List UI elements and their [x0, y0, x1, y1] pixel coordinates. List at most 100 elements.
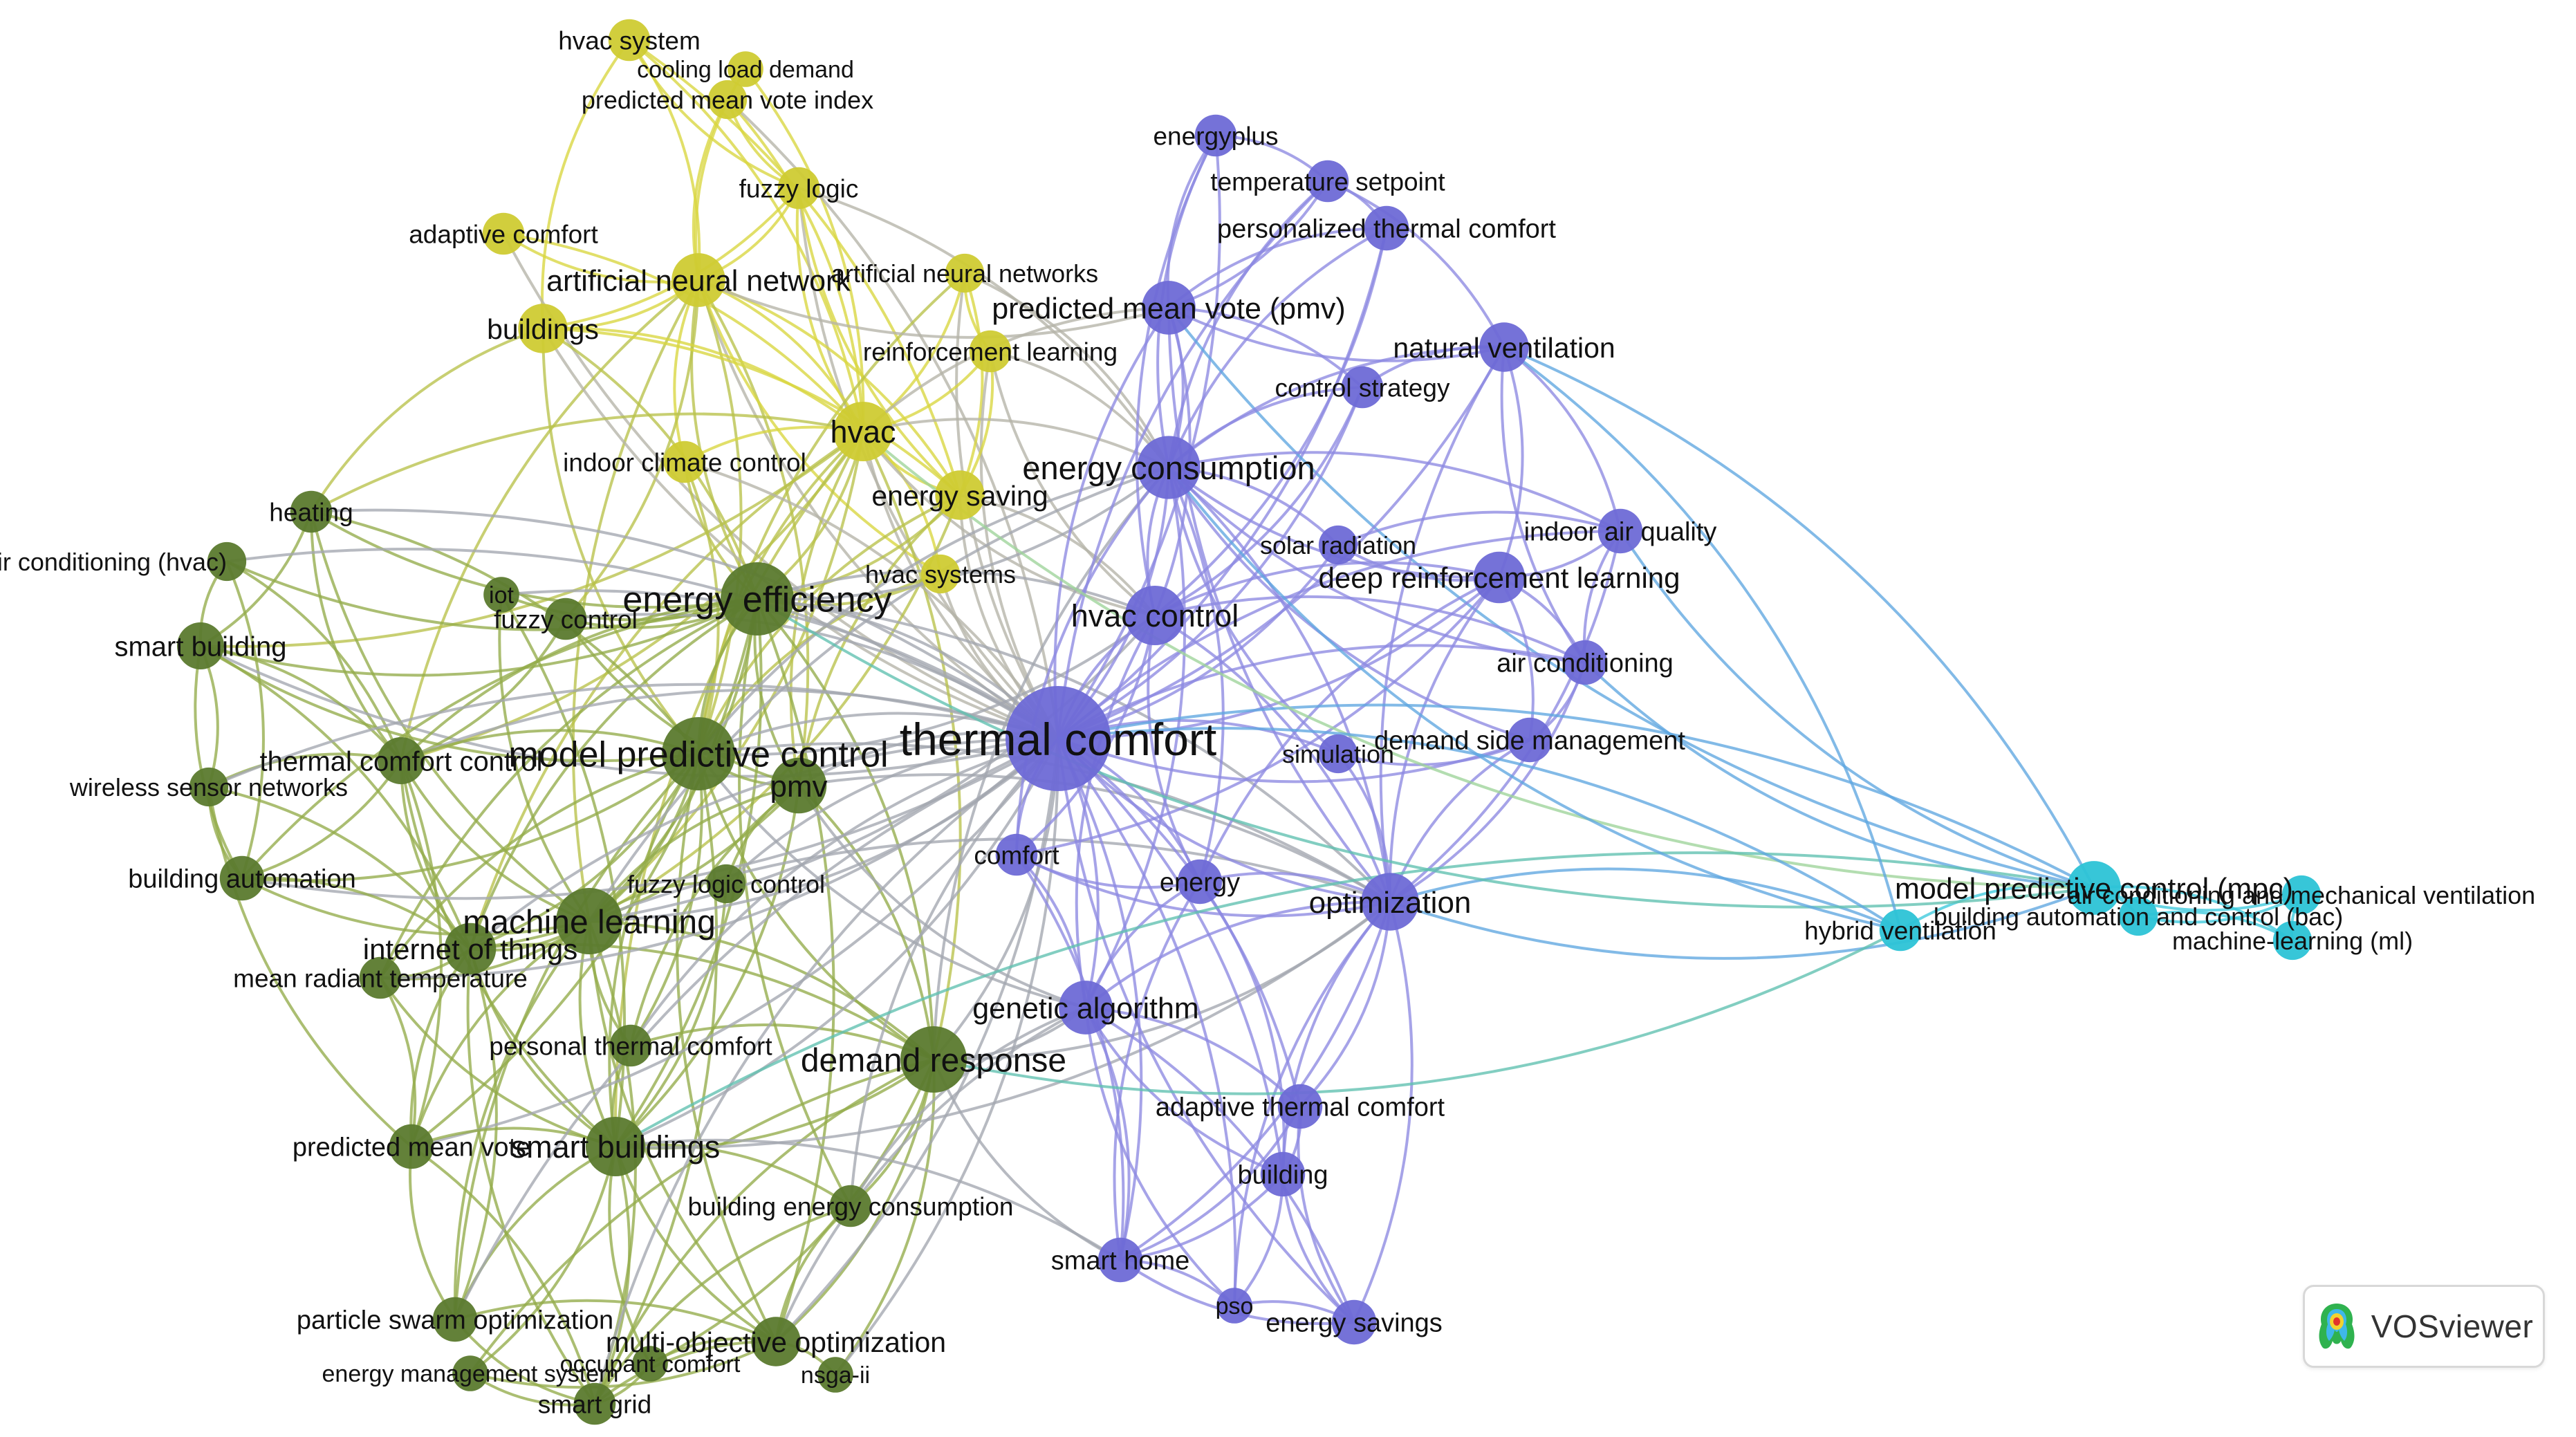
node-atc[interactable] [1277, 1084, 1323, 1129]
node-ga[interactable] [1059, 981, 1113, 1035]
node-temp-setpoint[interactable] [1306, 160, 1349, 203]
link-demand_response-energy_consumption [932, 466, 1170, 1060]
link-mpc_mpc-hybrid_vent [1899, 884, 2095, 931]
label-nat-vent: natural ventilation [1393, 332, 1615, 364]
node-wsn[interactable] [189, 767, 229, 807]
link-pers_tc-pmv_pmv [1167, 227, 1387, 309]
node-fuzzy-control[interactable] [544, 597, 587, 640]
node-comfort[interactable] [995, 833, 1038, 876]
node-hvac-control[interactable] [1124, 585, 1185, 646]
vosviewer-logo-text: VOSviewer [2371, 1308, 2534, 1344]
node-air-conditioning[interactable] [1562, 640, 1608, 685]
label-pso: pso [1216, 1293, 1254, 1319]
link-optimization-atc [1299, 901, 1391, 1108]
link-ptc-demand_response [630, 1023, 934, 1061]
link-optimization-energy_savings [1353, 901, 1414, 1323]
node-simulation[interactable] [1318, 734, 1358, 774]
node-pers-tc[interactable] [1364, 205, 1409, 251]
link-building_automation-ml [241, 877, 590, 936]
node-drl[interactable] [1473, 551, 1526, 604]
node-smart-home[interactable] [1097, 1237, 1143, 1283]
label-vac-hvac: ventilation and air conditioning (hvac) [0, 548, 227, 576]
node-acmv[interactable] [2281, 875, 2322, 915]
node-energyplus[interactable] [1194, 114, 1237, 157]
node-tcc[interactable] [378, 737, 425, 784]
node-pmv-pmv[interactable] [1142, 281, 1196, 335]
node-ptc[interactable] [609, 1024, 652, 1067]
node-ml-ml[interactable] [2272, 920, 2313, 961]
network-links [194, 39, 2303, 1407]
node-energy[interactable] [1177, 859, 1223, 905]
node-mrt[interactable] [359, 956, 402, 999]
node-control-strategy[interactable] [1341, 366, 1384, 409]
node-fuzzy-logic[interactable] [777, 167, 820, 210]
node-pso-opt[interactable] [432, 1297, 478, 1342]
link-hvac-iot2 [469, 430, 864, 949]
node-icc[interactable] [663, 441, 706, 483]
node-hvac-systems[interactable] [920, 554, 961, 594]
node-hvac[interactable] [833, 401, 893, 462]
node-ann[interactable] [671, 253, 725, 307]
node-building-automation[interactable] [219, 855, 265, 901]
link-control_strategy-thermal_comfort [1057, 387, 1364, 740]
label-flc: fuzzy logic control [627, 870, 825, 898]
node-energy-savings[interactable] [1331, 1299, 1377, 1345]
node-smart-buildings[interactable] [585, 1116, 646, 1177]
node-solar-radiation[interactable] [1318, 525, 1358, 565]
node-hvac-system[interactable] [608, 19, 651, 62]
node-moo[interactable] [751, 1317, 801, 1366]
node-pmv[interactable] [770, 757, 827, 814]
node-nsga[interactable] [817, 1357, 853, 1393]
node-iaq[interactable] [1597, 508, 1643, 554]
node-dsm[interactable] [1507, 717, 1553, 763]
node-energy-consumption[interactable] [1137, 436, 1201, 499]
link-optimization-hybrid_vent [1389, 867, 1901, 931]
link-building-energy_savings [1281, 1174, 1355, 1324]
node-anns[interactable] [945, 253, 985, 293]
node-iot2[interactable] [444, 923, 497, 975]
node-hybrid-vent[interactable] [1879, 909, 1922, 952]
node-rl[interactable] [969, 330, 1012, 373]
link-atc-thermal_comfort [1057, 737, 1301, 1107]
node-flc[interactable] [706, 864, 746, 904]
node-iot[interactable] [483, 577, 519, 613]
node-vac-hvac[interactable] [207, 541, 247, 582]
node-nat-vent[interactable] [1479, 322, 1529, 372]
node-ems[interactable] [452, 1355, 488, 1391]
link-ml-pso_opt [453, 920, 591, 1320]
link-heating-mpc [311, 510, 700, 755]
node-smart-grid[interactable] [573, 1382, 616, 1425]
node-bec[interactable] [829, 1185, 872, 1227]
node-buildings[interactable] [518, 304, 568, 353]
node-demand-response[interactable] [900, 1026, 967, 1093]
node-mpc[interactable] [662, 717, 735, 790]
node-ml[interactable] [556, 888, 622, 954]
node-pmv-index[interactable] [707, 80, 748, 120]
node-optimization[interactable] [1361, 873, 1419, 931]
label-pso-opt: particle swarm optimization [297, 1306, 613, 1335]
node-smart-building[interactable] [177, 622, 224, 669]
vosviewer-logo[interactable]: VOSviewer [2303, 1285, 2545, 1368]
node-bac[interactable] [2118, 896, 2158, 936]
node-adaptive-comfort[interactable] [482, 212, 525, 255]
link-demand_response-ems [469, 1058, 934, 1375]
node-cooling-load-demand[interactable] [728, 51, 763, 87]
link-moo-ems [470, 1340, 777, 1389]
label-ml: machine learning [463, 904, 716, 940]
node-building[interactable] [1260, 1151, 1306, 1197]
link-mpc-demand_response [697, 753, 935, 1061]
node-occupant-comfort[interactable] [632, 1346, 668, 1382]
node-energy-efficiency[interactable] [721, 562, 794, 636]
node-pso[interactable] [1216, 1288, 1252, 1324]
node-thermal-comfort[interactable] [1006, 686, 1111, 791]
link-solar_radiation-iaq [1337, 510, 1621, 546]
node-energy-saving[interactable] [935, 470, 985, 520]
link-nat_vent-drl [1498, 346, 1524, 578]
node-pmv2[interactable] [389, 1124, 434, 1169]
node-heating[interactable] [290, 490, 333, 533]
link-temp_setpoint-pmv_pmv [1168, 180, 1329, 309]
node-mpc-mpc[interactable] [2067, 861, 2121, 915]
link-hvac_system-buildings [540, 39, 631, 329]
